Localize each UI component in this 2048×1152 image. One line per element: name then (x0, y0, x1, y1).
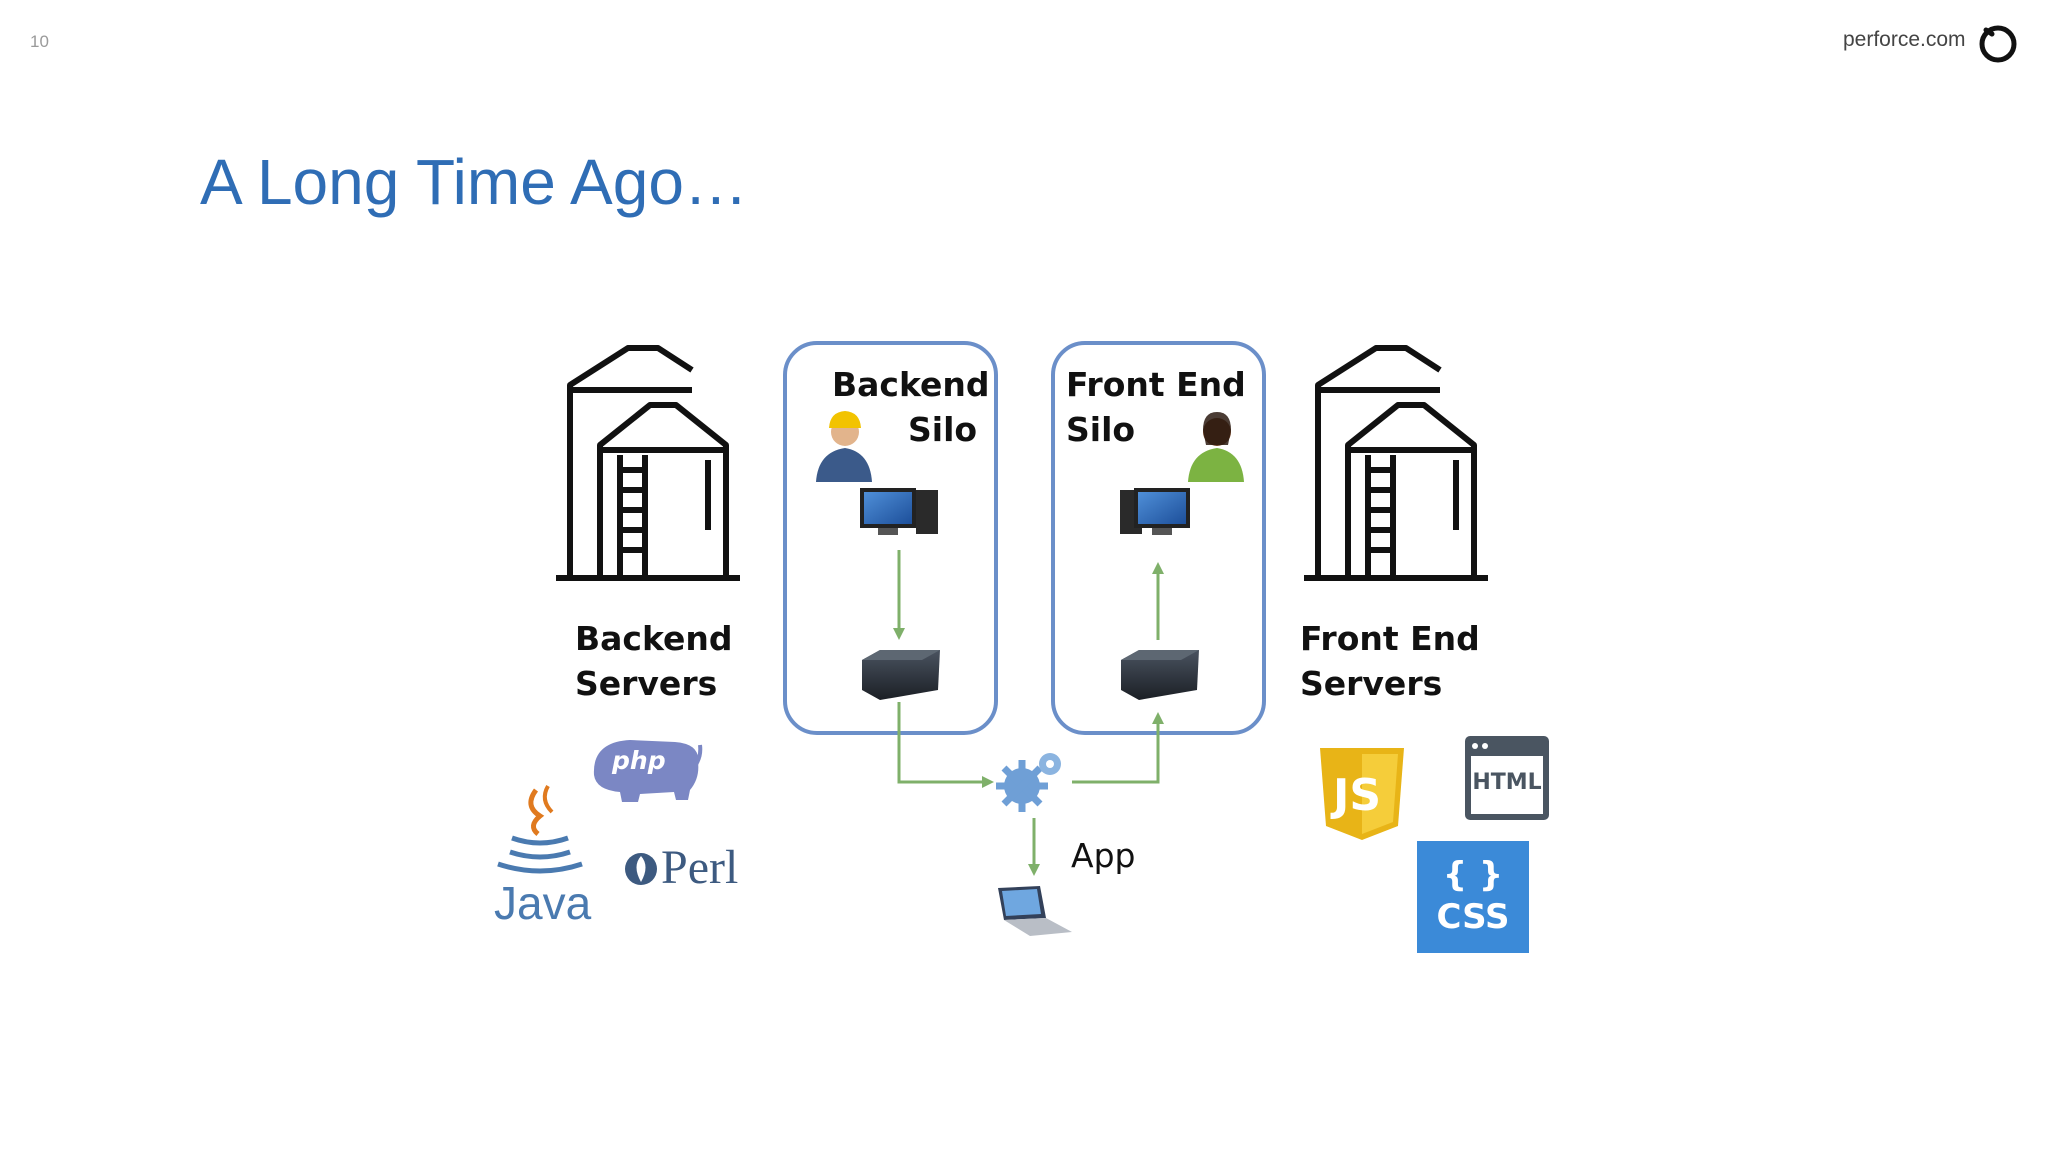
php-elephant-logo (593, 740, 703, 802)
frontend-servers-label: Front End Servers (1300, 616, 1480, 706)
backend-silo-building-icon (556, 345, 740, 581)
perl-logo-text: Perl (661, 841, 739, 894)
perforce-logo-icon (1979, 25, 2017, 63)
slide-title: A Long Time Ago… (200, 146, 748, 218)
css-braces-icon: { } (1442, 855, 1504, 895)
brand-link[interactable]: perforce.com (1843, 28, 1966, 51)
backend-silo-label-line2: Silo (908, 410, 978, 449)
perl-onion-logo (625, 853, 657, 885)
js-logo-text: JS (1333, 770, 1382, 821)
app-gears-icon (996, 753, 1061, 812)
html-window-logo (1465, 736, 1549, 820)
backend-server-icon (862, 650, 940, 700)
frontend-server-icon (1121, 650, 1199, 700)
frontend-silo-label-line1: Front End (1066, 365, 1246, 404)
frontend-silo-label: Front End Silo (1066, 362, 1246, 452)
java-cup-logo (497, 785, 583, 874)
css-logo-text: CSS (1436, 897, 1510, 937)
frontend-servers-label-line2: Servers (1300, 664, 1443, 703)
frontend-servers-label-line1: Front End (1300, 619, 1480, 658)
frontend-silo-building-icon (1304, 345, 1488, 581)
backend-developer-icon (816, 411, 872, 482)
backend-servers-label: Backend Servers (575, 616, 733, 706)
laptop-icon (998, 886, 1072, 936)
backend-silo-box (783, 341, 998, 735)
backend-servers-label-line1: Backend (575, 619, 733, 658)
html-logo-text: HTML (1472, 770, 1542, 795)
backend-servers-label-line2: Servers (575, 664, 718, 703)
backend-silo-label-line1: Backend (832, 365, 990, 404)
frontend-developer-icon (1188, 412, 1244, 482)
backend-desktop-icon (860, 488, 938, 535)
slide-number: 10 (30, 32, 49, 51)
flow-arrows (893, 550, 1164, 876)
frontend-silo-label-line2: Silo (1066, 410, 1136, 449)
js-shield-logo (1320, 748, 1404, 840)
backend-silo-label: Backend Silo (832, 362, 990, 452)
php-logo-text: php (612, 746, 666, 775)
java-logo-text: Java (494, 877, 592, 929)
frontend-desktop-icon (1120, 488, 1190, 535)
css-tile-logo: { } CSS (1417, 841, 1529, 953)
app-label: App (1071, 836, 1136, 875)
